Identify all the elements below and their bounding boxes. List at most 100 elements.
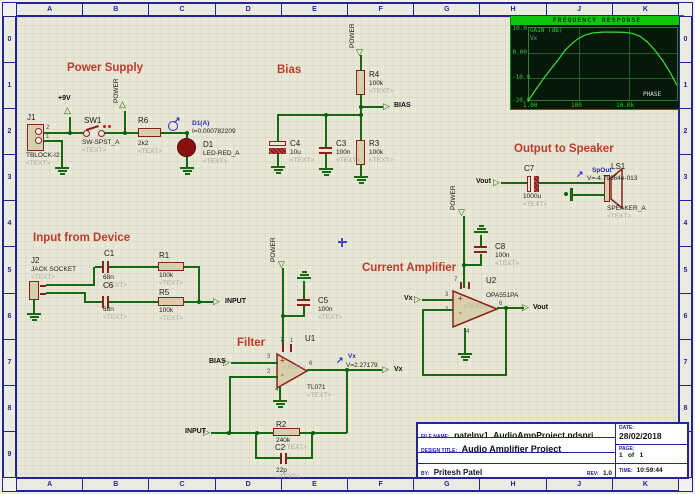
text-placeholder: <TEXT>: [523, 201, 548, 208]
resistor-r3[interactable]: [356, 140, 365, 165]
text-placeholder: <TEXT>: [336, 157, 361, 164]
led-d1[interactable]: [177, 138, 196, 157]
signal-terminal-icon[interactable]: ▷: [414, 294, 421, 304]
rev-value: 1.0: [602, 469, 612, 477]
ruler-row: 1: [680, 63, 691, 110]
power-terminal-icon[interactable]: △: [119, 99, 126, 109]
power-terminal-icon[interactable]: ▽: [278, 259, 285, 269]
voltage-probe-icon[interactable]: ↗: [336, 355, 344, 365]
current-probe-icon[interactable]: [168, 121, 178, 131]
signal-terminal-icon[interactable]: ▷: [522, 302, 529, 312]
ref-designator: C1: [104, 249, 115, 258]
resistor-r5[interactable]: [158, 297, 184, 306]
title-block-by-row: BY: Pritesh Patel REV: 1.0: [418, 464, 615, 477]
title-block-date-row: DATE: 28/02/2018: [616, 424, 687, 445]
ref-designator: J2: [31, 256, 40, 265]
capacitor-c4[interactable]: [269, 141, 286, 146]
frequency-response-graph[interactable]: FREQUENCY RESPONSE GAIN (dB) Vx 10.0 0.0…: [510, 15, 684, 110]
capacitor-c6[interactable]: [102, 296, 104, 308]
capacitor-c5[interactable]: [297, 299, 310, 301]
text-placeholder: <TEXT>: [103, 314, 128, 321]
net-label-vx: Vx: [404, 295, 413, 302]
junction-dot: [123, 131, 127, 135]
signal-terminal-icon[interactable]: ▷: [383, 101, 390, 111]
component-value: 2k2: [138, 140, 149, 147]
section-title-filter: Filter: [237, 337, 266, 349]
junction-dot: [68, 131, 72, 135]
resistor-r4[interactable]: [356, 70, 365, 95]
signal-terminal-icon[interactable]: ▷: [223, 357, 230, 367]
jack-contact: [40, 285, 46, 287]
ruler-col: F: [348, 4, 415, 15]
switch-dot: [103, 125, 106, 128]
wire: [211, 432, 273, 434]
ground-symbol: [458, 353, 472, 362]
pin-stub: [468, 282, 470, 289]
ruler-row: 5: [680, 247, 691, 294]
capacitor-c4-plate: [269, 148, 286, 154]
wire: [573, 194, 605, 196]
resistor-r6[interactable]: [138, 128, 161, 137]
speaker-ls1[interactable]: [604, 175, 610, 202]
ruler-row: 7: [4, 340, 15, 386]
ruler-col: E: [282, 479, 349, 490]
wire: [346, 371, 348, 433]
capacitor-c3[interactable]: [319, 147, 332, 149]
voltage-probe-icon[interactable]: ↗: [576, 169, 584, 179]
wire: [303, 281, 305, 299]
title-block-page-row: PAGE: 1 of 1: [616, 445, 687, 464]
wire: [102, 132, 125, 134]
opamp-u2[interactable]: [452, 288, 500, 330]
wire: [200, 301, 213, 303]
component-value: 100k: [159, 307, 174, 314]
wire: [109, 301, 158, 303]
text-placeholder: <TEXT>: [26, 160, 51, 167]
text-placeholder: <TEXT>: [159, 280, 184, 287]
power-terminal-icon[interactable]: △: [64, 105, 71, 115]
capacitor-c7[interactable]: [527, 176, 531, 192]
component-value: 22p: [276, 467, 287, 474]
signal-terminal-icon[interactable]: ▷: [493, 177, 500, 187]
signal-terminal-icon[interactable]: ▷: [382, 364, 389, 374]
wire: [109, 266, 158, 268]
wire: [463, 216, 465, 288]
capacitor-c1[interactable]: [102, 261, 104, 273]
date-value: 28/02/2018: [619, 431, 662, 441]
phase-label: PHASE: [643, 91, 662, 98]
capacitor-c7-plate: [534, 176, 539, 192]
wire: [161, 132, 187, 134]
title-block-time-row: TIME: 10:59:44: [616, 464, 687, 477]
ruler-col: G: [414, 4, 481, 15]
resistor-r1[interactable]: [158, 262, 184, 271]
wire: [84, 292, 86, 302]
net-label-power: POWER: [113, 78, 120, 103]
junction-dot: [359, 113, 363, 117]
device-name: TL071: [307, 384, 326, 391]
ref-designator: R2: [276, 420, 287, 429]
wire: [184, 301, 200, 303]
capacitor-c2[interactable]: [280, 453, 282, 464]
power-terminal-icon[interactable]: ▽: [356, 47, 363, 57]
text-placeholder: <TEXT>: [276, 474, 300, 481]
wire: [229, 378, 231, 433]
resistor-r2[interactable]: [273, 428, 300, 436]
signal-terminal-icon[interactable]: ▷: [213, 296, 220, 306]
jack-socket-j2[interactable]: [29, 281, 39, 300]
opamp-u1[interactable]: [276, 351, 310, 391]
ref-designator: C8: [495, 242, 506, 251]
junction-dot: [227, 431, 231, 435]
wire: [231, 362, 278, 364]
pin-number: 3: [267, 354, 271, 360]
power-terminal-icon[interactable]: ▽: [458, 207, 465, 217]
wire: [95, 266, 102, 268]
capacitor-c8[interactable]: [474, 246, 487, 248]
pin-number: 6: [309, 361, 313, 367]
ruler-row: 3: [680, 155, 691, 202]
ref-designator: C3: [336, 139, 347, 148]
probe-arrow-icon: ↗: [173, 115, 181, 125]
ref-designator: R3: [369, 139, 380, 148]
signal-terminal-icon[interactable]: ▷: [203, 427, 210, 437]
y-tick: -10.0: [512, 74, 531, 81]
